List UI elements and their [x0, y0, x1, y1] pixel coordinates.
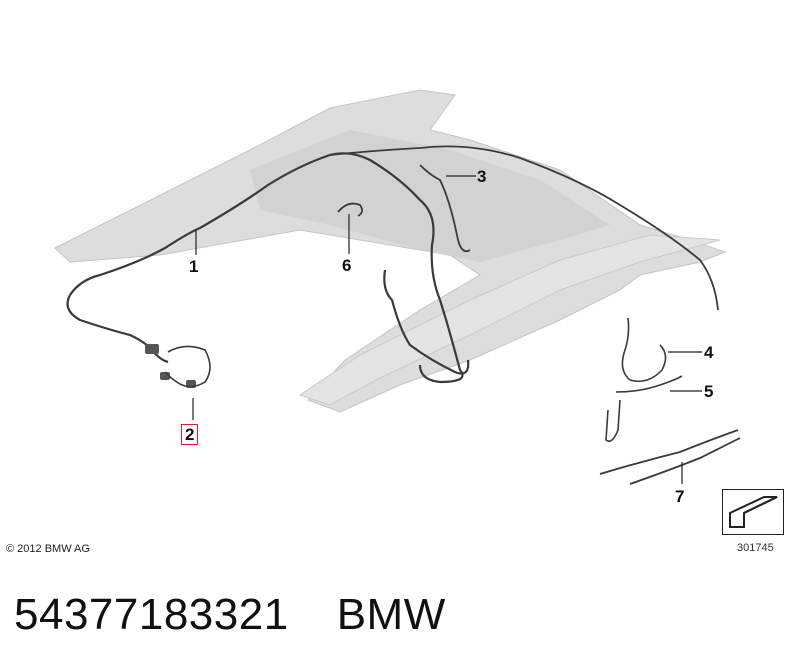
callout-1: 1 — [189, 257, 199, 276]
copyright-notice: © 2012 BMW AG — [6, 543, 90, 555]
callout-5: 5 — [704, 382, 714, 401]
part-number: 54377183321 — [14, 590, 289, 639]
wiring-harness-6 — [337, 202, 363, 217]
headliner-inner-shade — [250, 130, 610, 262]
leader-lines — [192, 175, 702, 484]
wiring-harness-branch-3 — [419, 164, 471, 253]
wiring-harness-5 — [605, 375, 683, 443]
footer-caption: 54377183321 BMW — [14, 590, 446, 640]
callout-2: 2 — [181, 424, 199, 445]
wiring-harness-right — [329, 145, 719, 311]
callout-7: 7 — [675, 487, 685, 506]
headliner-front-edge — [298, 234, 721, 406]
wiring-harness-4 — [621, 317, 667, 383]
wiring-harness-side-branch — [383, 269, 470, 375]
wiring-harness-7 — [599, 429, 741, 485]
reference-arrow-icon — [722, 489, 784, 535]
headliner-panel — [54, 89, 727, 413]
callout-6: 6 — [342, 256, 352, 275]
wiring-harness-1 — [69, 152, 464, 384]
callout-4: 4 — [704, 343, 714, 362]
reference-number: 301745 — [737, 542, 774, 554]
wiring-harness-2 — [164, 345, 211, 388]
brand-name: BMW — [336, 590, 446, 639]
wiring-harness-1-left — [66, 294, 169, 364]
callout-3: 3 — [477, 167, 487, 186]
roof-wiring-diagram — [54, 89, 741, 485]
